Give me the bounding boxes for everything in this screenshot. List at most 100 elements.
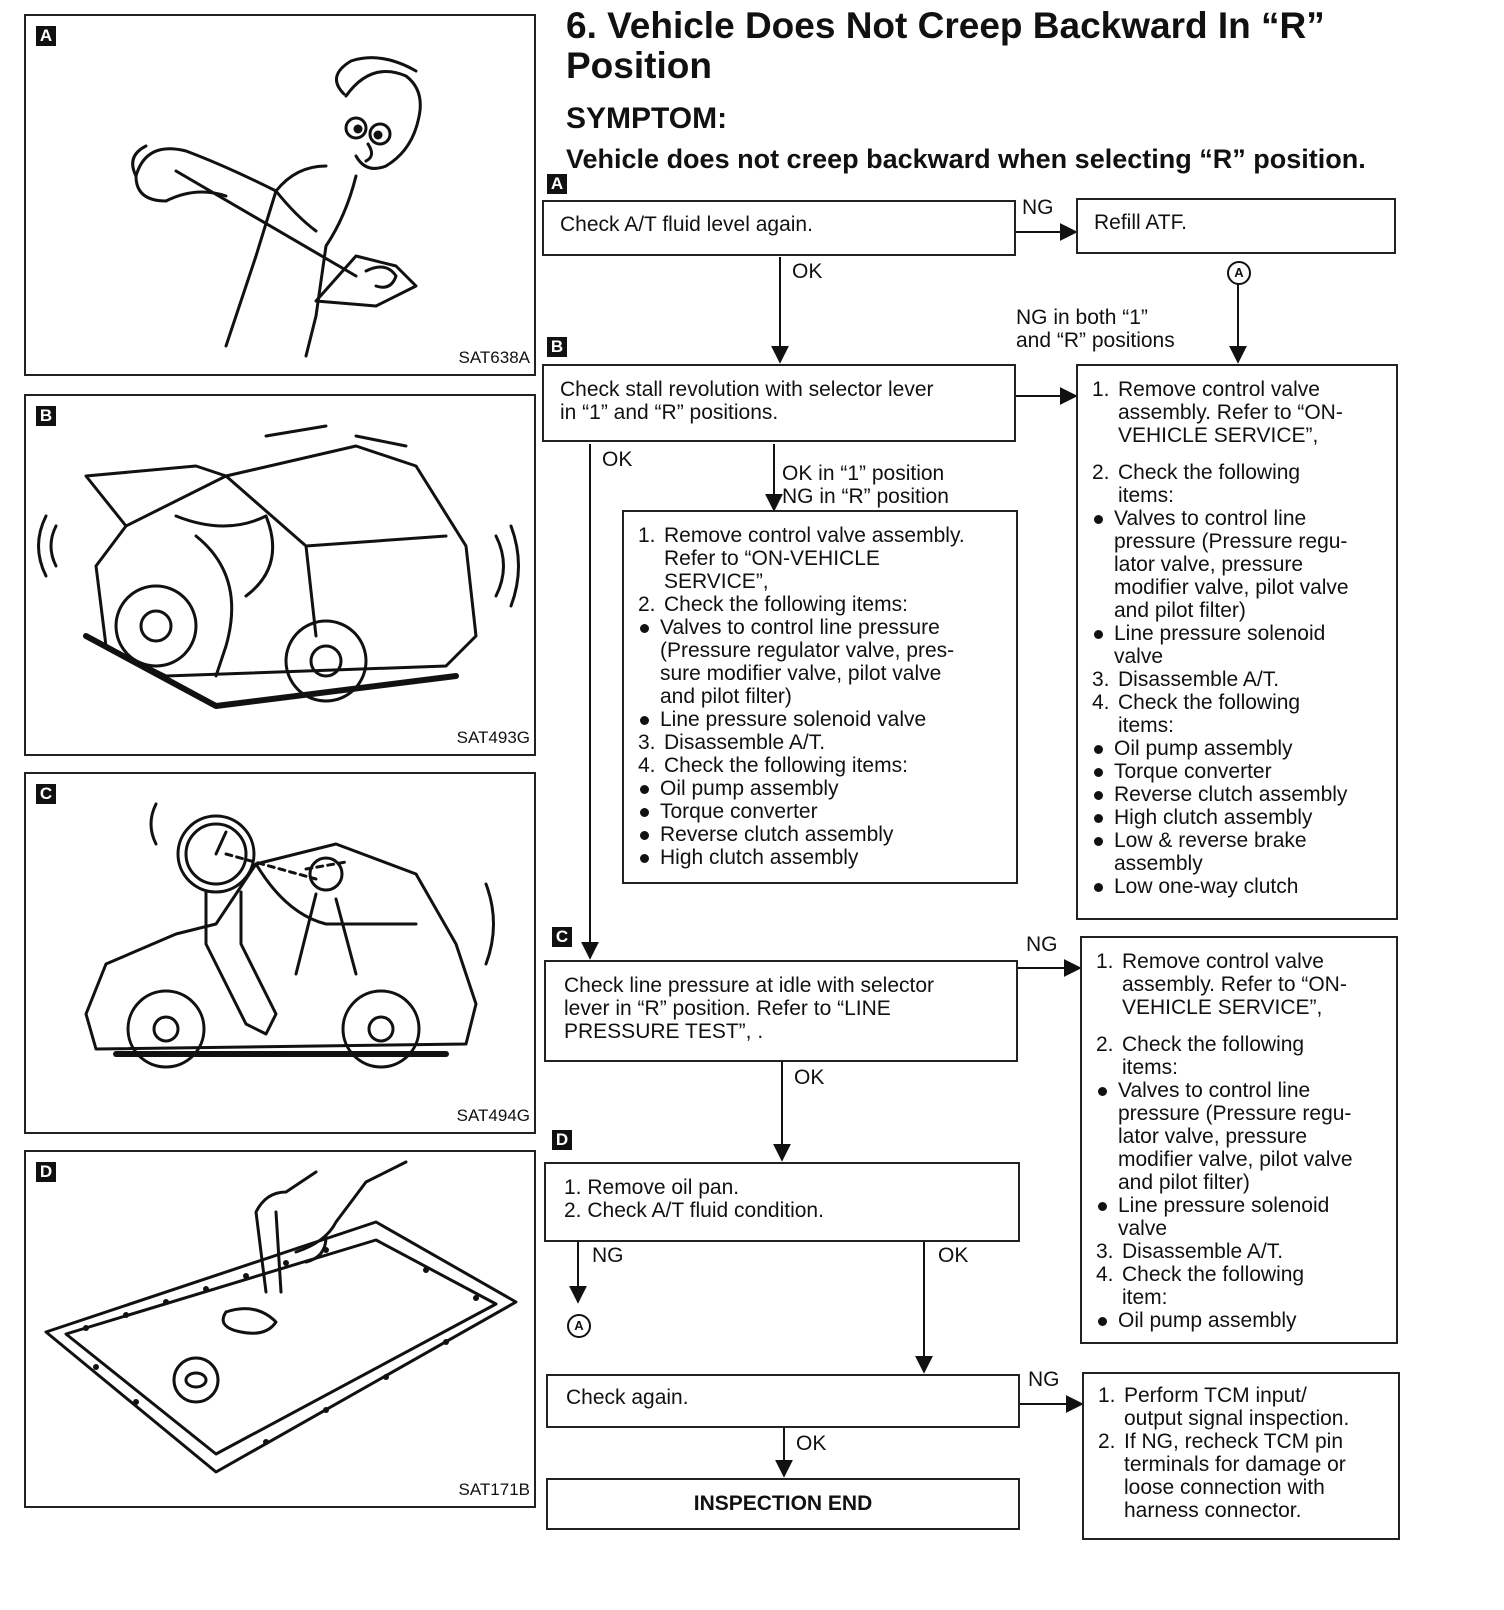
text-line: in “1” and “R” positions. (560, 401, 998, 424)
list-numbered-item: 4.Check the following (1096, 1263, 1382, 1286)
connector-a-symbol: A (1227, 261, 1251, 285)
list-continuation-line: valve (1096, 1217, 1382, 1240)
ng-label: NG (1022, 196, 1054, 219)
list-indented-line: VEHICLE SERVICE”, (1096, 996, 1382, 1019)
list-bullet-item: Line pressure solenoid (1092, 622, 1382, 645)
stall-revolution-text: Check stall revolution with selector lev… (544, 366, 1014, 436)
item-number: 2. (1098, 1430, 1124, 1453)
list-indented-line: output signal inspection. (1098, 1407, 1384, 1430)
text-line: PRESSURE TEST”, . (564, 1020, 998, 1043)
list-spacer (1096, 1019, 1382, 1033)
item-number: 3. (1096, 1240, 1122, 1263)
list-bullet-item: Oil pump assembly (1092, 737, 1382, 760)
text-line: 1. Remove oil pan. (564, 1176, 1000, 1199)
check-fluid-level-text: Check A/T fluid level again. (544, 202, 1014, 247)
list-continuation-line: valve (1092, 645, 1382, 668)
step-tag-c: C (552, 927, 572, 947)
connector-a-symbol: A (567, 1314, 591, 1338)
list-bullet-item: Torque converter (638, 800, 1002, 823)
list-continuation-line: lator valve, pressure (1096, 1125, 1382, 1148)
list-bullet-item: Oil pump assembly (1096, 1309, 1382, 1332)
item-text: Remove control valve (1122, 950, 1324, 973)
line-pressure-check-text: Check line pressure at idle with selecto… (546, 962, 1016, 1055)
list-continuation-line: (Pressure regulator valve, pres- (638, 639, 1002, 662)
list-numbered-item: 1.Perform TCM input/ (1098, 1384, 1384, 1407)
item-text: Remove control valve (1118, 378, 1320, 401)
list-continuation-line: assembly (1092, 852, 1382, 875)
list-indented-line: harness connector. (1098, 1499, 1384, 1522)
list-bullet-item: Low one-way clutch (1092, 875, 1382, 898)
text-line: Check line pressure at idle with selecto… (564, 974, 998, 997)
list-numbered-item: 2.If NG, recheck TCM pin (1098, 1430, 1384, 1453)
list-bullet-item: Valves to control line (1092, 507, 1382, 530)
list-indented-line: Refer to “ON-VEHICLE (638, 547, 1002, 570)
item-text: Disassemble A/T. (1118, 668, 1279, 691)
item-text: If NG, recheck TCM pin (1124, 1430, 1343, 1453)
list-continuation-line: pressure (Pressure regu- (1092, 530, 1382, 553)
list-bullet-item: Valves to control line pressure (638, 616, 1002, 639)
text-line: 2. Check A/T fluid condition. (564, 1199, 1000, 1222)
list-bullet-item: Line pressure solenoid (1096, 1194, 1382, 1217)
list-bullet-item: Line pressure solenoid valve (638, 708, 1002, 731)
list-numbered-item: 1.Remove control valve (1092, 378, 1382, 401)
list-numbered-item: 2.Check the following (1092, 461, 1382, 484)
ng-label: NG (1026, 933, 1058, 956)
list-numbered-item: 1.Remove control valve (1096, 950, 1382, 973)
list-indented-line: loose connection with (1098, 1476, 1384, 1499)
list-indented-line: assembly. Refer to “ON- (1096, 973, 1382, 996)
list-numbered-item: 4.Check the following items: (638, 754, 1002, 777)
item-number: 4. (1096, 1263, 1122, 1286)
list-bullet-item: Valves to control line (1096, 1079, 1382, 1102)
list-numbered-item: 2.Check the following (1096, 1033, 1382, 1056)
list-continuation-line: sure modifier valve, pilot valve (638, 662, 1002, 685)
inspection-end-text: INSPECTION END (548, 1480, 1018, 1527)
list-continuation-line: pressure (Pressure regu- (1096, 1102, 1382, 1125)
list-spacer (1092, 447, 1382, 461)
refill-atf-text: Refill ATF. (1078, 200, 1394, 245)
item-number: 1. (1098, 1384, 1124, 1407)
list-indented-line: item: (1096, 1286, 1382, 1309)
label-line: and “R” positions (1016, 329, 1175, 352)
item-text: Disassemble A/T. (664, 731, 825, 754)
check-fluid-level-box: Check A/T fluid level again. (542, 200, 1016, 256)
check-again-text: Check again. (548, 1376, 1018, 1419)
item-number: 1. (1092, 378, 1118, 401)
item-text: Check the following (1122, 1033, 1304, 1056)
stall-revolution-box: Check stall revolution with selector lev… (542, 364, 1016, 442)
item-text: Remove control valve assembly. (664, 524, 965, 547)
list-indented-line: items: (1096, 1056, 1382, 1079)
item-number: 3. (1092, 668, 1118, 691)
ok-label: OK (796, 1432, 826, 1455)
list-continuation-line: modifier valve, pilot valve (1092, 576, 1382, 599)
item-text: Perform TCM input/ (1124, 1384, 1307, 1407)
item-number: 1. (1096, 950, 1122, 973)
list-numbered-item: 1.Remove control valve assembly. (638, 524, 1002, 547)
item-number: 2. (1092, 461, 1118, 484)
text-line: lever in “R” position. Refer to “LINE (564, 997, 998, 1020)
item-number: 3. (638, 731, 664, 754)
item-text: Check the following (1122, 1263, 1304, 1286)
list-continuation-line: and pilot filter) (1096, 1171, 1382, 1194)
item-text: Check the following (1118, 461, 1300, 484)
item-number: 1. (638, 524, 664, 547)
check-again-box: Check again. (546, 1374, 1020, 1428)
ok-label: OK (602, 448, 632, 471)
list-bullet-item: Low & reverse brake (1092, 829, 1382, 852)
list-bullet-item: High clutch assembly (1092, 806, 1382, 829)
list-numbered-item: 3.Disassemble A/T. (1092, 668, 1382, 691)
list-bullet-item: Reverse clutch assembly (1092, 783, 1382, 806)
label-line: OK in “1” position (782, 462, 949, 485)
list-numbered-item: 3.Disassemble A/T. (638, 731, 1002, 754)
item-number: 2. (638, 593, 664, 616)
ng-label: NG (1028, 1368, 1060, 1391)
middle-box-list: 1.Remove control valve assembly.Refer to… (638, 524, 1002, 869)
ok-label: OK (938, 1244, 968, 1267)
text-line: Check stall revolution with selector lev… (560, 378, 998, 401)
list-continuation-line: and pilot filter) (638, 685, 1002, 708)
item-number: 2. (1096, 1033, 1122, 1056)
list-indented-line: terminals for damage or (1098, 1453, 1384, 1476)
list-numbered-item: 3.Disassemble A/T. (1096, 1240, 1382, 1263)
item-text: Disassemble A/T. (1122, 1240, 1283, 1263)
